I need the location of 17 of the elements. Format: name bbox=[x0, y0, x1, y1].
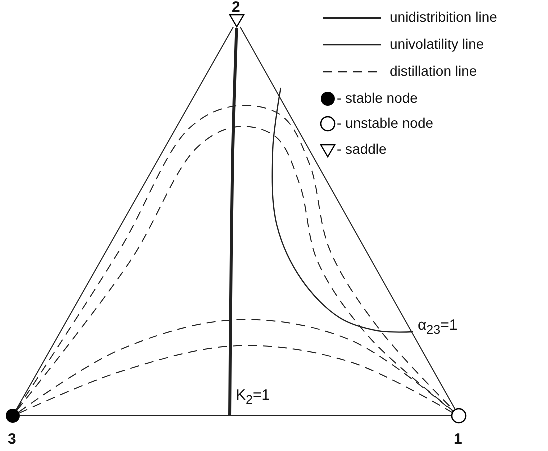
legend-text: unidistribition line bbox=[390, 10, 498, 24]
vertex-label: 3 bbox=[8, 432, 16, 447]
unidistribution-label: K$_{2}$=1 bbox=[236, 388, 270, 406]
vertex-label: 2 bbox=[232, 0, 240, 15]
legend-text: - unstable node bbox=[337, 116, 434, 130]
unidistribution-line bbox=[228, 28, 238, 416]
distillation-line bbox=[18, 345, 454, 414]
legend-text: - saddle bbox=[337, 142, 387, 156]
legend-text: univolatility line bbox=[390, 37, 484, 51]
triangle-side bbox=[240, 26, 456, 410]
legend-text: distillation line bbox=[390, 64, 478, 78]
legend-text: - stable node bbox=[337, 91, 418, 105]
univolatility-label: α$_{23}$=1 bbox=[418, 318, 458, 336]
triangle-side bbox=[16, 26, 234, 410]
distillation-line bbox=[18, 319, 454, 413]
vertex-label: 1 bbox=[454, 432, 462, 447]
vertex-node bbox=[228, 0, 246, 28]
